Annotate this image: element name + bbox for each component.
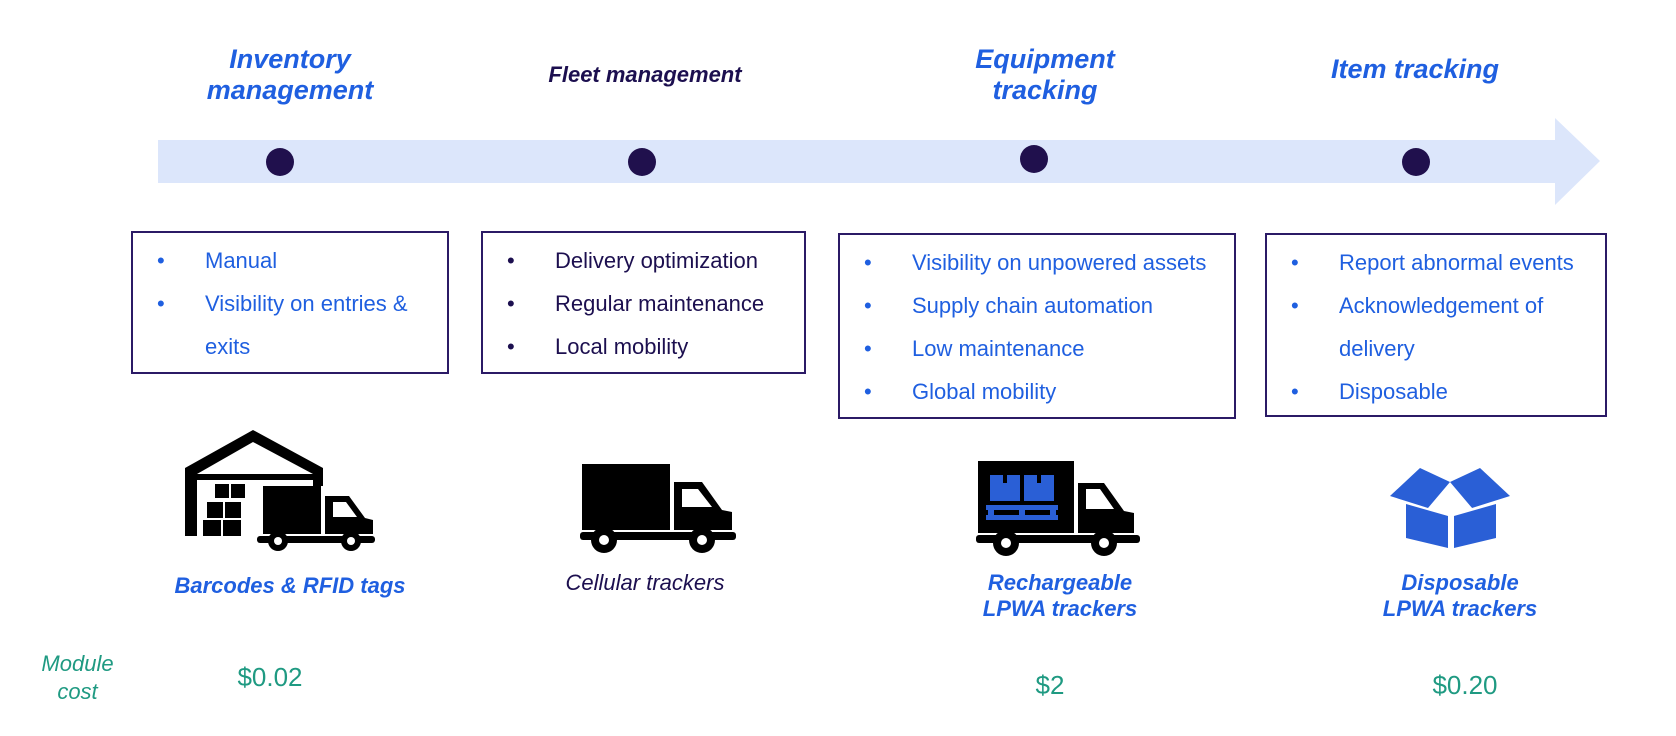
bullet-item: •Delivery optimization <box>507 248 758 273</box>
stage-title-fleet: Fleet management <box>548 62 742 87</box>
bullet-item: •Supply chain automation <box>864 293 1153 318</box>
timeline-dot-inventory <box>266 148 294 176</box>
bullet-item: •Visibility on unpowered assets <box>864 250 1207 275</box>
bullet-item: •Local mobility <box>507 334 689 359</box>
bullet-box-fleet: •Delivery optimization •Regular maintena… <box>481 231 806 374</box>
bullet-box-equipment: •Visibility on unpowered assets •Supply … <box>838 233 1236 419</box>
technology-label-fleet: Cellular trackers <box>565 570 725 595</box>
bullet-item: •Manual <box>157 248 278 273</box>
module-cost-label: Module cost <box>41 651 114 704</box>
timeline-dot-fleet <box>628 148 656 176</box>
bullet-item: •Report abnormal events <box>1291 250 1574 275</box>
cost-value-inventory: $0.02 <box>237 662 303 692</box>
technology-label-item: Disposable LPWA trackers <box>1382 570 1538 622</box>
technology-label-equipment: Rechargeable LPWA trackers <box>982 570 1138 622</box>
timeline-dot-item <box>1402 148 1430 176</box>
open-box-icon <box>1390 468 1510 548</box>
bullet-box-item: •Report abnormal events •Acknowledgement… <box>1265 233 1607 417</box>
bullet-item: •Acknowledgement of delivery <box>1291 293 1544 361</box>
truck-icon <box>580 464 736 553</box>
bullet-item: •Global mobility <box>864 379 1057 404</box>
bullet-item: •Regular maintenance <box>507 291 765 316</box>
bullet-item: •Visibility on entries & exits <box>157 291 408 359</box>
loaded-truck-icon <box>976 461 1140 556</box>
stage-title-equipment: Equipment tracking <box>975 44 1115 106</box>
timeline-dot-equipment <box>1020 145 1048 173</box>
stage-title-item: Item tracking <box>1330 54 1500 84</box>
technology-label-inventory: Barcodes & RFID tags <box>174 573 406 598</box>
bullet-item: •Low maintenance <box>864 336 1085 361</box>
warehouse-truck-icon <box>185 430 375 551</box>
cost-value-equipment: $2 <box>1035 670 1065 700</box>
bullet-box-inventory: •Manual •Visibility on entries & exits <box>131 231 449 374</box>
cost-value-item: $0.20 <box>1432 670 1498 700</box>
bullet-item: •Disposable <box>1291 379 1448 404</box>
stage-title-inventory: Inventory management <box>206 44 374 106</box>
